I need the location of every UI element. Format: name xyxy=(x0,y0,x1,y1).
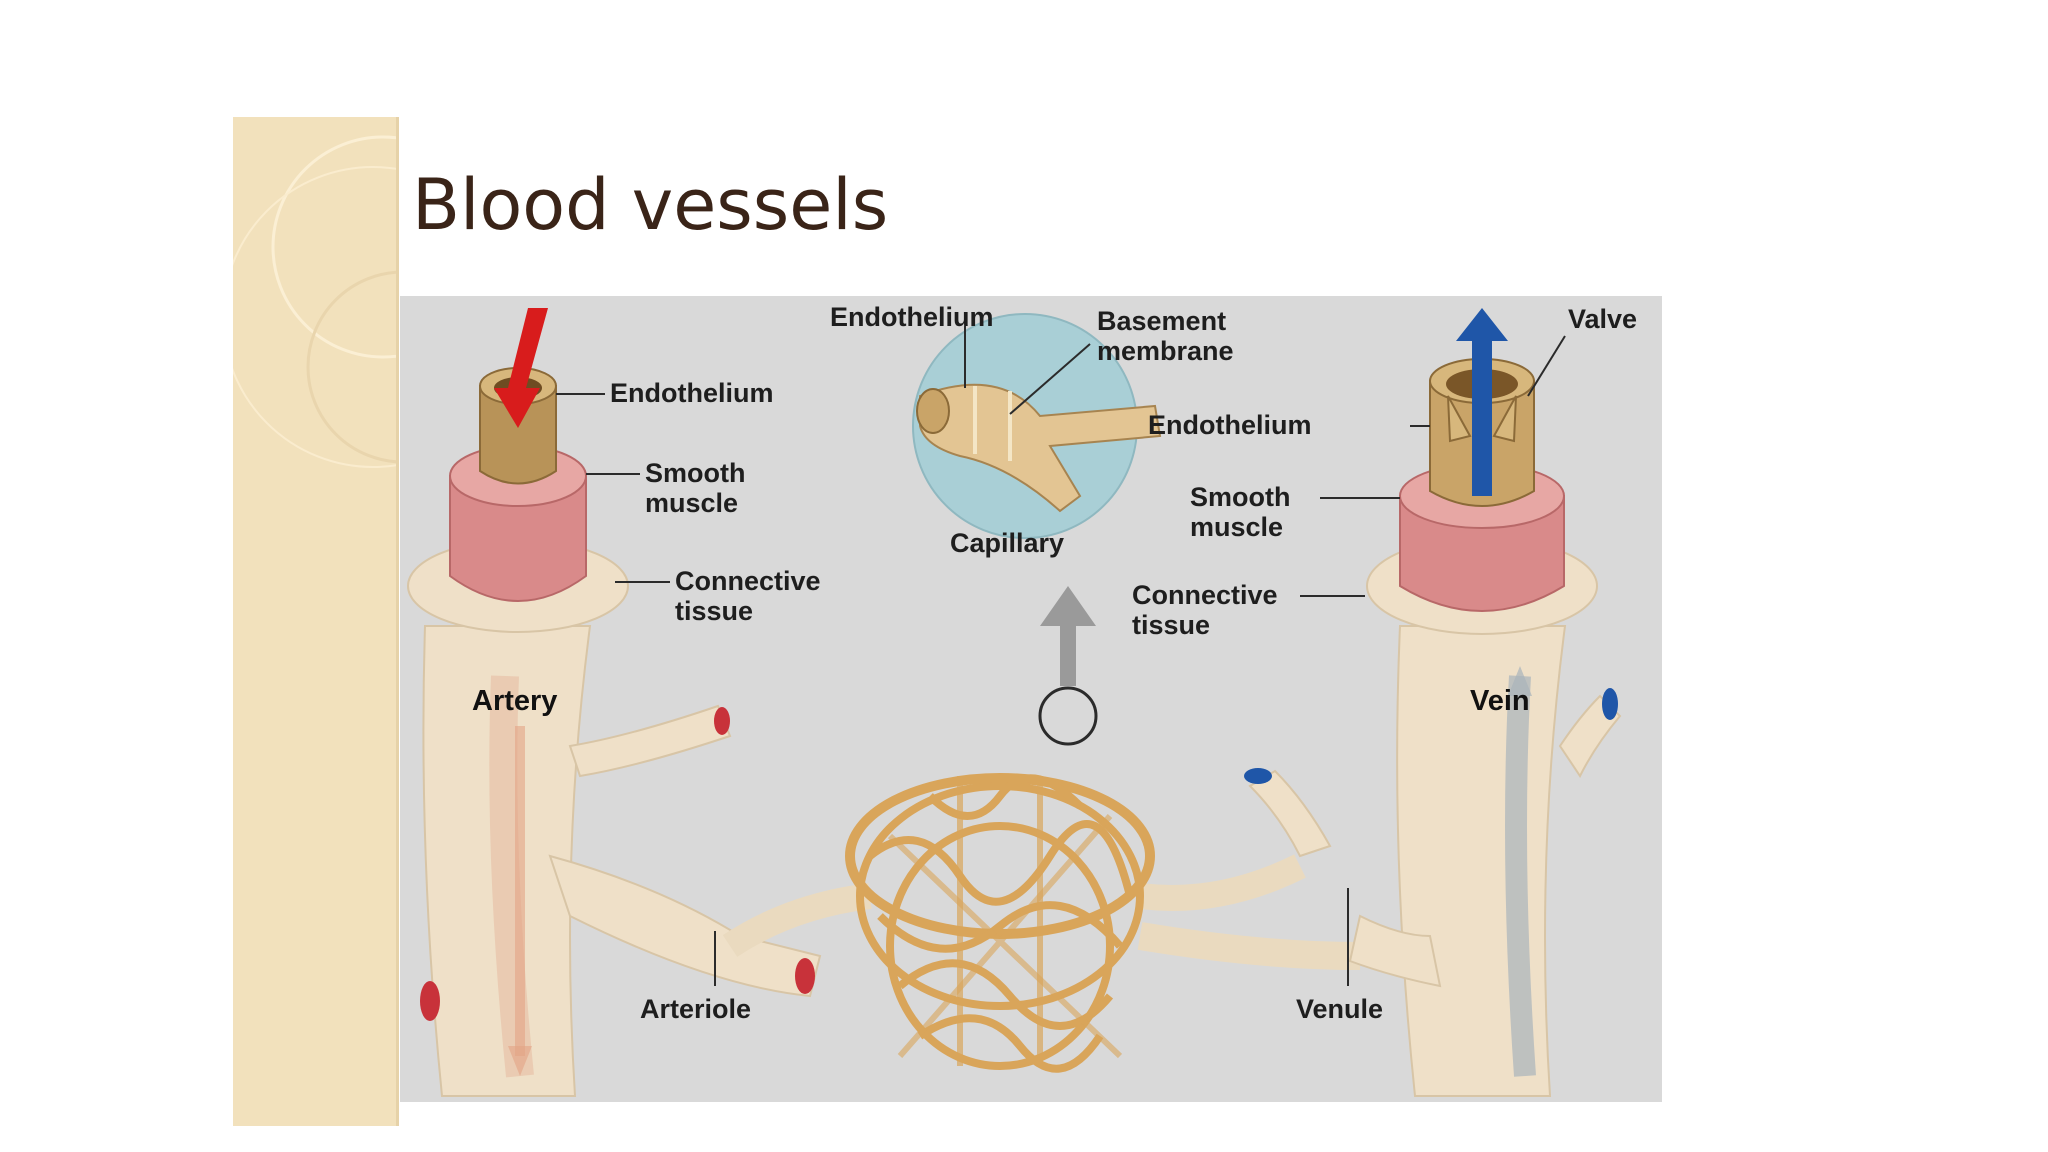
artery-endothelium-label: Endothelium xyxy=(610,378,774,408)
vein-connective-tissue-label-line1: Connective xyxy=(1132,580,1278,610)
artery-name-label: Artery xyxy=(472,685,557,717)
capillary-name-label: Capillary xyxy=(950,528,1064,558)
slide-title: Blood vessels xyxy=(412,164,889,246)
oxygenated-flow-arrow xyxy=(494,308,548,428)
vein-valve-label: Valve xyxy=(1568,304,1637,334)
capillary-bed-illustration xyxy=(722,586,1361,1073)
sidebar-divider xyxy=(396,117,399,1126)
capillary-detail-inset xyxy=(912,313,1162,539)
deoxygenated-flow-arrow xyxy=(1456,308,1508,496)
vein-smooth-muscle-label-line2: muscle xyxy=(1190,512,1283,542)
vein-name-label: Vein xyxy=(1470,685,1530,717)
artery-smooth-muscle-label-line2: muscle xyxy=(645,488,738,518)
artery-illustration xyxy=(407,308,822,1097)
capillary-basement-label-line1: Basement xyxy=(1097,306,1226,336)
artery-connective-tissue-label-line1: Connective xyxy=(675,566,821,596)
slide-sidebar-decoration xyxy=(233,117,396,1126)
diagram-canvas: Endothelium Smooth muscle Connective tis… xyxy=(400,296,1662,1102)
vein-illustration xyxy=(1244,308,1622,1097)
vein-endothelium-label: Endothelium xyxy=(1148,410,1312,440)
detail-focus-circle xyxy=(1038,686,1098,746)
blood-vessels-diagram: Endothelium Smooth muscle Connective tis… xyxy=(400,296,1662,1102)
zoom-arrow xyxy=(1040,586,1096,686)
venule-label: Venule xyxy=(1296,994,1383,1024)
vein-smooth-muscle-label-line1: Smooth xyxy=(1190,482,1291,512)
capillary-endothelium-label: Endothelium xyxy=(830,302,994,332)
artery-connective-tissue-label-line2: tissue xyxy=(675,596,753,626)
artery-branch-opening xyxy=(714,707,730,735)
vein-connective-tissue-label-line2: tissue xyxy=(1132,610,1210,640)
capillary-basement-label-line2: membrane xyxy=(1097,336,1234,366)
artery-smooth-muscle-label-line1: Smooth xyxy=(645,458,746,488)
swirl-decoration xyxy=(233,135,396,468)
leader-lines xyxy=(556,326,1566,986)
arteriole-label: Arteriole xyxy=(640,994,751,1024)
